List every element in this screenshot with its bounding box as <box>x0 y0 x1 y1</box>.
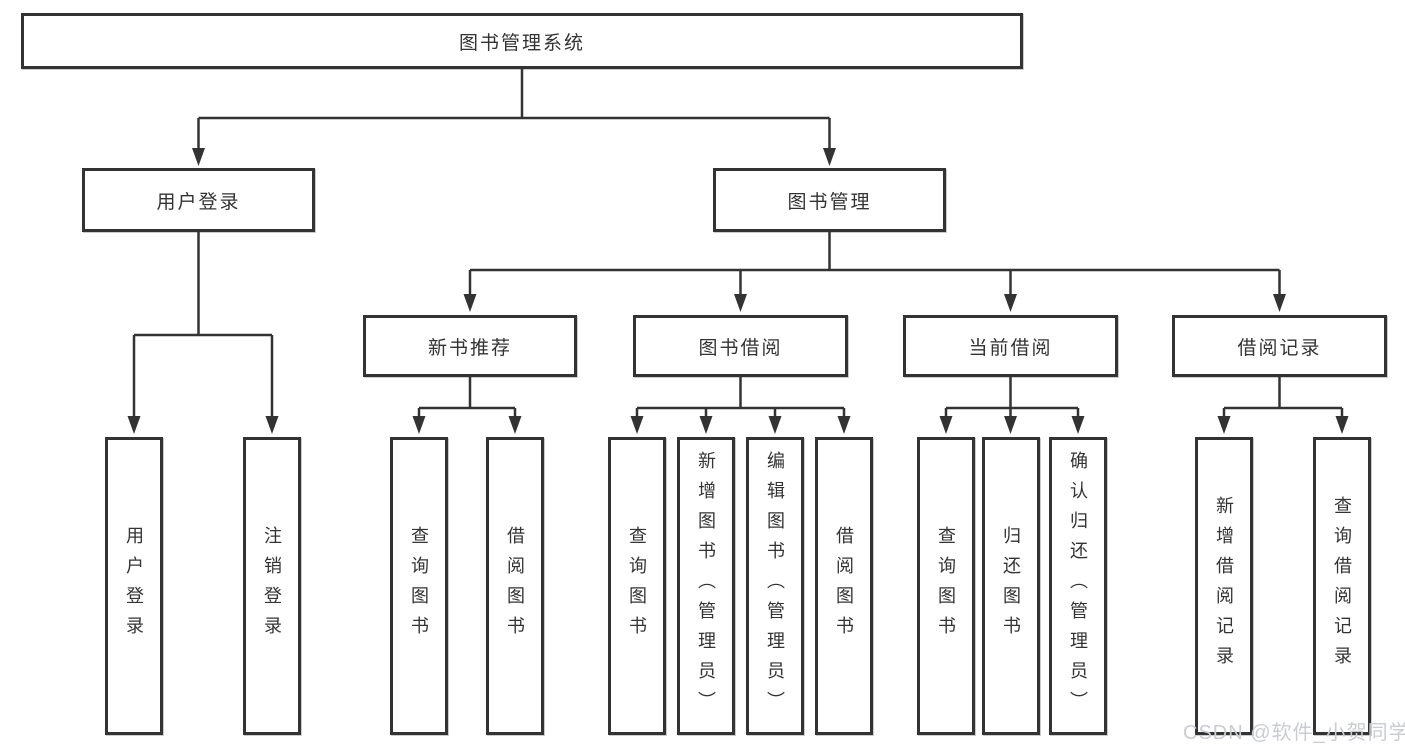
node-library-management-system: 图书管理系统 <box>21 13 1023 69</box>
node-book-management-branch: 图书管理 <box>713 168 946 232</box>
node-new-book-recommendation: 新书推荐 <box>363 315 577 377</box>
node-leaf-logout: 注销登录 <box>243 437 301 735</box>
node-leaf-user-login: 用户登录 <box>105 437 163 735</box>
csdn-watermark: CSDN @软件_小贺同学 <box>1183 722 1405 744</box>
node-leaf-add-borrow-record: 新增借阅记录 <box>1195 437 1253 735</box>
node-current-borrowing: 当前借阅 <box>903 315 1118 377</box>
node-leaf-borrow-books-borrowing: 借阅图书 <box>815 437 873 735</box>
arrowheads <box>127 148 1349 434</box>
node-leaf-add-books-admin: 新增图书（管理员） <box>677 437 735 735</box>
node-leaf-edit-books-admin: 编辑图书（管理员） <box>746 437 804 735</box>
node-user-login-branch: 用户登录 <box>82 168 315 232</box>
node-leaf-query-books-borrowing: 查询图书 <box>608 437 666 735</box>
node-leaf-return-books: 归还图书 <box>982 437 1040 735</box>
node-leaf-borrow-books-recommend: 借阅图书 <box>486 437 544 735</box>
node-leaf-query-books-recommend: 查询图书 <box>390 437 448 735</box>
node-leaf-confirm-return-admin: 确认归还（管理员） <box>1049 437 1107 735</box>
node-book-borrowing: 图书借阅 <box>633 315 848 377</box>
node-leaf-query-borrow-record: 查询借阅记录 <box>1313 437 1371 735</box>
node-borrowing-records: 借阅记录 <box>1172 315 1387 377</box>
node-leaf-query-books-current: 查询图书 <box>917 437 975 735</box>
